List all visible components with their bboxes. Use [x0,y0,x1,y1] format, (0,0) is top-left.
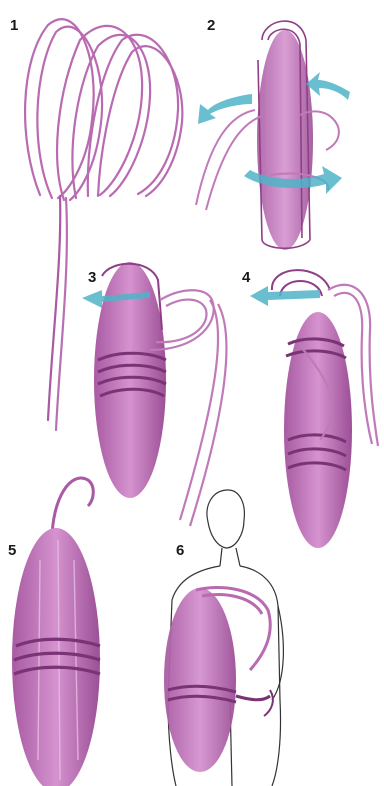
step-2-number: 2 [207,17,215,34]
step-3-number: 3 [88,269,96,286]
step-6-rope-coil [164,587,273,772]
step-5-rope-bundle [12,478,100,786]
step-6-number: 6 [176,542,184,559]
direction-arrow-icon [250,286,320,306]
step-2-panel: 2 [196,17,350,250]
step-4-number: 4 [242,269,251,286]
step-2-rope-bundle [196,21,339,250]
step-5-number: 5 [8,542,16,559]
step-5-panel: 5 [8,478,100,786]
step-3-panel: 3 [82,262,226,526]
step-4-rope-bundle [272,270,378,548]
step-1-number: 1 [10,17,18,34]
step-3-rope-bundle [94,262,226,526]
step-4-panel: 4 [242,269,378,548]
step-6-panel: 6 [164,490,283,786]
